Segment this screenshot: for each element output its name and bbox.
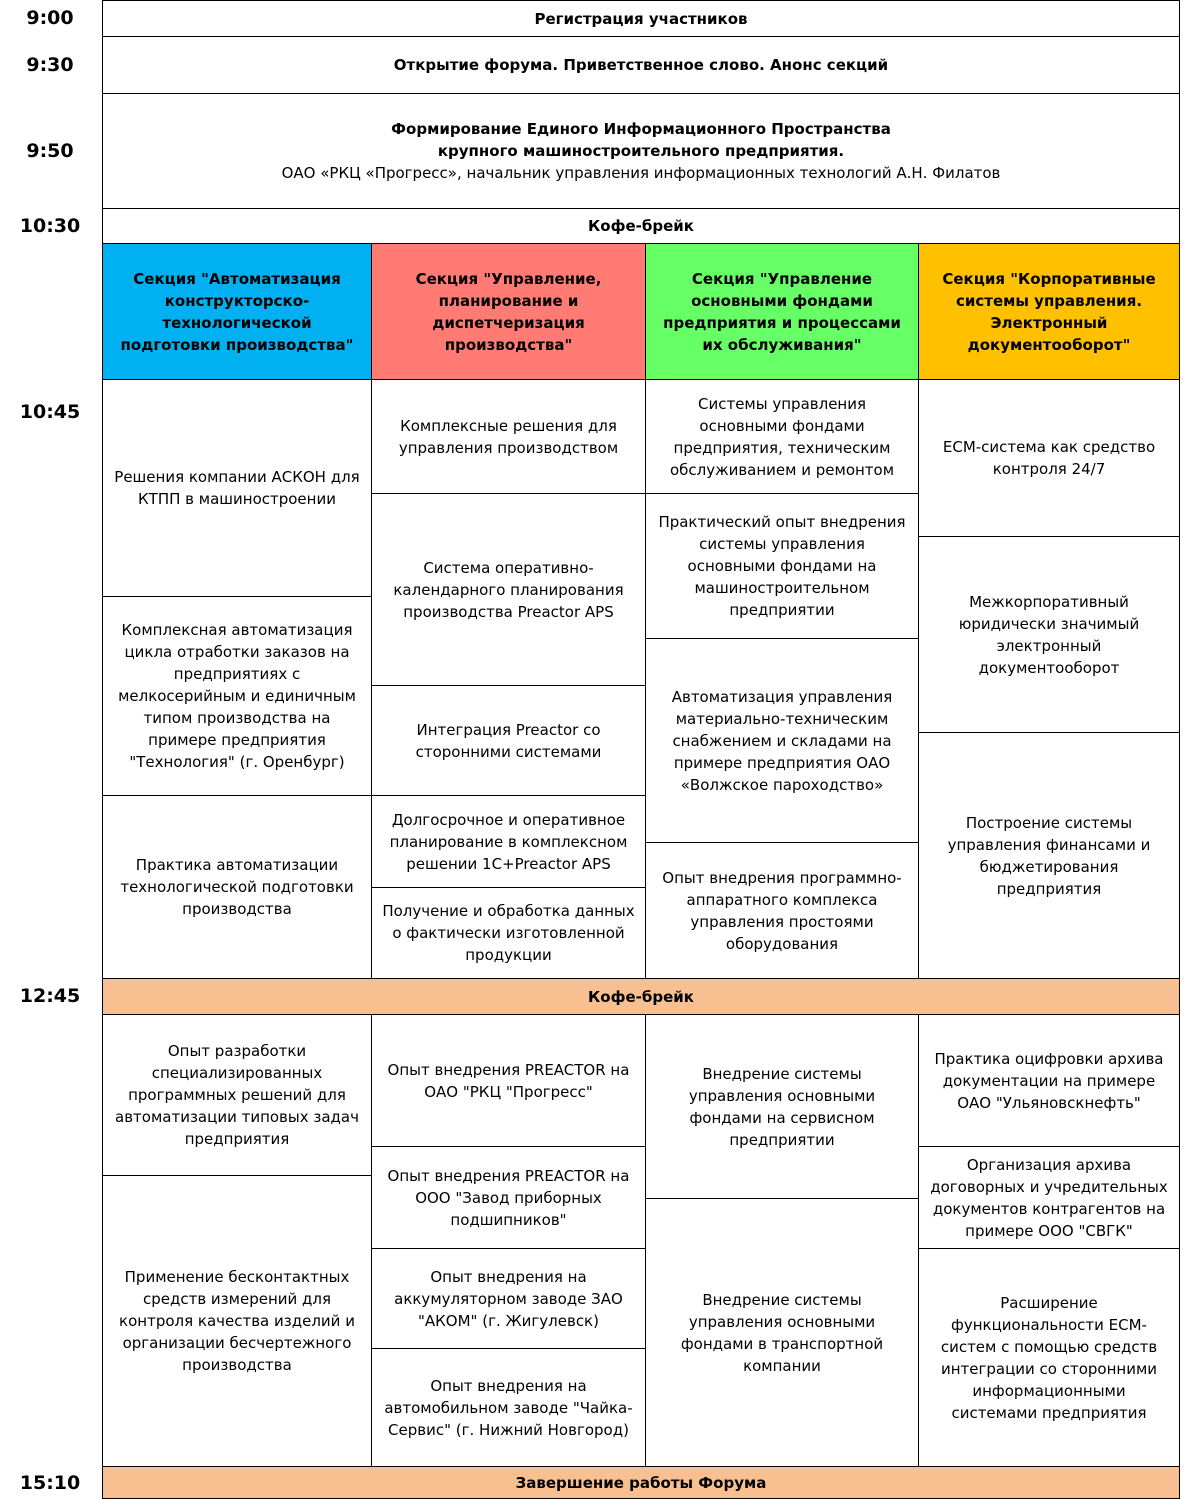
talk-s2-c1-1: Опыт разработки специализированных прогр…: [102, 1014, 372, 1176]
talk-title: Долгосрочное и оперативное планирование …: [389, 810, 628, 873]
coffee-break-1-text: Кофе-брейк: [588, 217, 694, 235]
talk-s1-c2-3: Интеграция Preactor со сторонними систем…: [371, 685, 646, 796]
talk-s2-c4-2: Организация архива договорных и учредите…: [918, 1146, 1180, 1249]
talk-title: Межкорпоративный юридически значимый эле…: [958, 592, 1140, 677]
time-0950: 9:50: [26, 140, 74, 162]
talk-s1-c2-2: Система оперативно-календарного планиров…: [371, 493, 646, 686]
talk-title: Системы управления основными фондами пре…: [669, 394, 895, 479]
talk-s1-c3-2: Практический опыт внедрения системы упра…: [645, 493, 919, 639]
talk-title: Расширение функциональности ECM-систем с…: [940, 1293, 1158, 1422]
talk-title: Опыт внедрения PREACTOR на ООО "Завод пр…: [387, 1166, 630, 1229]
opening-text: Открытие форума. Приветственное слово. А…: [393, 56, 889, 74]
talk-s2-c4-3: Расширение функциональности ECM-систем с…: [918, 1248, 1180, 1467]
talk-title: Применение бесконтактных средств измерен…: [119, 1268, 355, 1374]
talk-s2-c2-1: Опыт внедрения PREACTOR на ОАО "РКЦ "Про…: [371, 1014, 646, 1147]
time-0930: 9:30: [26, 54, 74, 76]
row-closing: Завершение работы Форума: [102, 1466, 1180, 1499]
talk-title: Построение системы управления финансами …: [947, 813, 1151, 898]
row-coffee-break-2: Кофе-брейк: [102, 978, 1180, 1015]
talk-title: Опыт разработки специализированных прогр…: [115, 1042, 359, 1148]
section-header-4: Секция "Корпоративные системы управления…: [918, 243, 1180, 380]
talk-title: Решения компании АСКОН для КТПП в машино…: [114, 468, 360, 508]
closing-text: Завершение работы Форума: [515, 1473, 767, 1492]
talk-title: Опыт внедрения PREACTOR на ОАО "РКЦ "Про…: [387, 1060, 630, 1101]
talk-s1-c1-3: Практика автоматизации технологической п…: [102, 795, 372, 979]
talk-title: Комплексная автоматизация цикла отработк…: [118, 621, 356, 771]
talk-s1-c3-4: Опыт внедрения программно-аппаратного ко…: [645, 842, 919, 979]
talk-s1-c2-4: Долгосрочное и оперативное планирование …: [371, 795, 646, 888]
section-header-3-text: Секция "Управление основными фондами пре…: [663, 269, 901, 354]
talk-title: Опыт внедрения на аккумуляторном заводе …: [394, 1267, 623, 1330]
talk-title: Опыт внедрения программно-аппаратного ко…: [662, 868, 902, 953]
section-header-3: Секция "Управление основными фондами пре…: [645, 243, 919, 380]
time-1245: 12:45: [19, 985, 81, 1007]
section-header-2-text: Секция "Управление, планирование и диспе…: [415, 269, 602, 354]
talk-s1-c1-2: Комплексная автоматизация цикла отработк…: [102, 596, 372, 796]
talk-s1-c4-1: ECM-система как средство контроля 24/7: [918, 379, 1180, 537]
keynote-speaker: ОАО «РКЦ «Прогресс», начальник управлени…: [281, 164, 1001, 182]
talk-title: Комплексные решения для управления произ…: [398, 416, 619, 457]
talk-s2-c2-4: Опыт внедрения на автомобильном заводе "…: [371, 1348, 646, 1467]
talk-title: ECM-система как средство контроля 24/7: [942, 438, 1156, 478]
talk-s2-c2-2: Опыт внедрения PREACTOR на ООО "Завод пр…: [371, 1146, 646, 1249]
keynote-title-line-1: Формирование Единого Информационного Про…: [391, 120, 891, 138]
talk-s1-c1-1: Решения компании АСКОН для КТПП в машино…: [102, 379, 372, 597]
talk-title: Практика оцифровки архива документации н…: [934, 1049, 1164, 1112]
row-opening: Открытие форума. Приветственное слово. А…: [102, 36, 1180, 94]
time-1045: 10:45: [19, 401, 81, 423]
talk-title: Практика автоматизации технологической п…: [120, 856, 354, 918]
time-1510: 15:10: [19, 1472, 81, 1494]
time-0900: 9:00: [26, 7, 74, 29]
talk-s1-c4-2: Межкорпоративный юридически значимый эле…: [918, 536, 1180, 733]
talk-title: Внедрение системы управления основными ф…: [688, 1064, 876, 1149]
talk-s1-c2-1: Комплексные решения для управления произ…: [371, 379, 646, 494]
talk-title: Опыт внедрения на автомобильном заводе "…: [384, 1376, 633, 1439]
talk-title: Практический опыт внедрения системы упра…: [658, 513, 906, 619]
row-coffee-break-1: Кофе-брейк: [102, 208, 1180, 244]
coffee-break-2-text: Кофе-брейк: [588, 987, 694, 1006]
row-keynote: Формирование Единого Информационного Про…: [102, 93, 1180, 209]
talk-s2-c2-3: Опыт внедрения на аккумуляторном заводе …: [371, 1248, 646, 1349]
talk-s2-c4-1: Практика оцифровки архива документации н…: [918, 1014, 1180, 1147]
keynote-title-line-2: крупного машиностроительного предприятия…: [437, 142, 845, 160]
talk-title: Внедрение системы управления основными ф…: [680, 1290, 884, 1375]
section-header-1: Секция "Автоматизация конструкторско-тех…: [102, 243, 372, 380]
talk-s1-c3-3: Автоматизация управления материально-тех…: [645, 638, 919, 843]
talk-title: Организация архива договорных и учредите…: [930, 1155, 1168, 1240]
talk-title: Получение и обработка данных о фактическ…: [382, 902, 635, 964]
talk-s2-c3-2: Внедрение системы управления основными ф…: [645, 1198, 919, 1467]
talk-s1-c3-1: Системы управления основными фондами пре…: [645, 379, 919, 494]
registration-text: Регистрация участников: [534, 9, 748, 28]
talk-s2-c1-2: Применение бесконтактных средств измерен…: [102, 1175, 372, 1467]
talk-s1-c2-5: Получение и обработка данных о фактическ…: [371, 887, 646, 979]
talk-s2-c3-1: Внедрение системы управления основными ф…: [645, 1014, 919, 1199]
talk-title: Система оперативно-календарного планиров…: [393, 558, 624, 621]
section-header-2: Секция "Управление, планирование и диспе…: [371, 243, 646, 380]
talk-title: Автоматизация управления материально-тех…: [671, 687, 893, 794]
row-registration: Регистрация участников: [102, 0, 1180, 37]
time-1030: 10:30: [19, 215, 81, 237]
talk-s1-c4-3: Построение системы управления финансами …: [918, 732, 1180, 979]
section-header-4-text: Секция "Корпоративные системы управления…: [942, 269, 1156, 354]
section-header-1-text: Секция "Автоматизация конструкторско-тех…: [120, 269, 354, 354]
talk-title: Интеграция Preactor со сторонними систем…: [415, 720, 602, 761]
